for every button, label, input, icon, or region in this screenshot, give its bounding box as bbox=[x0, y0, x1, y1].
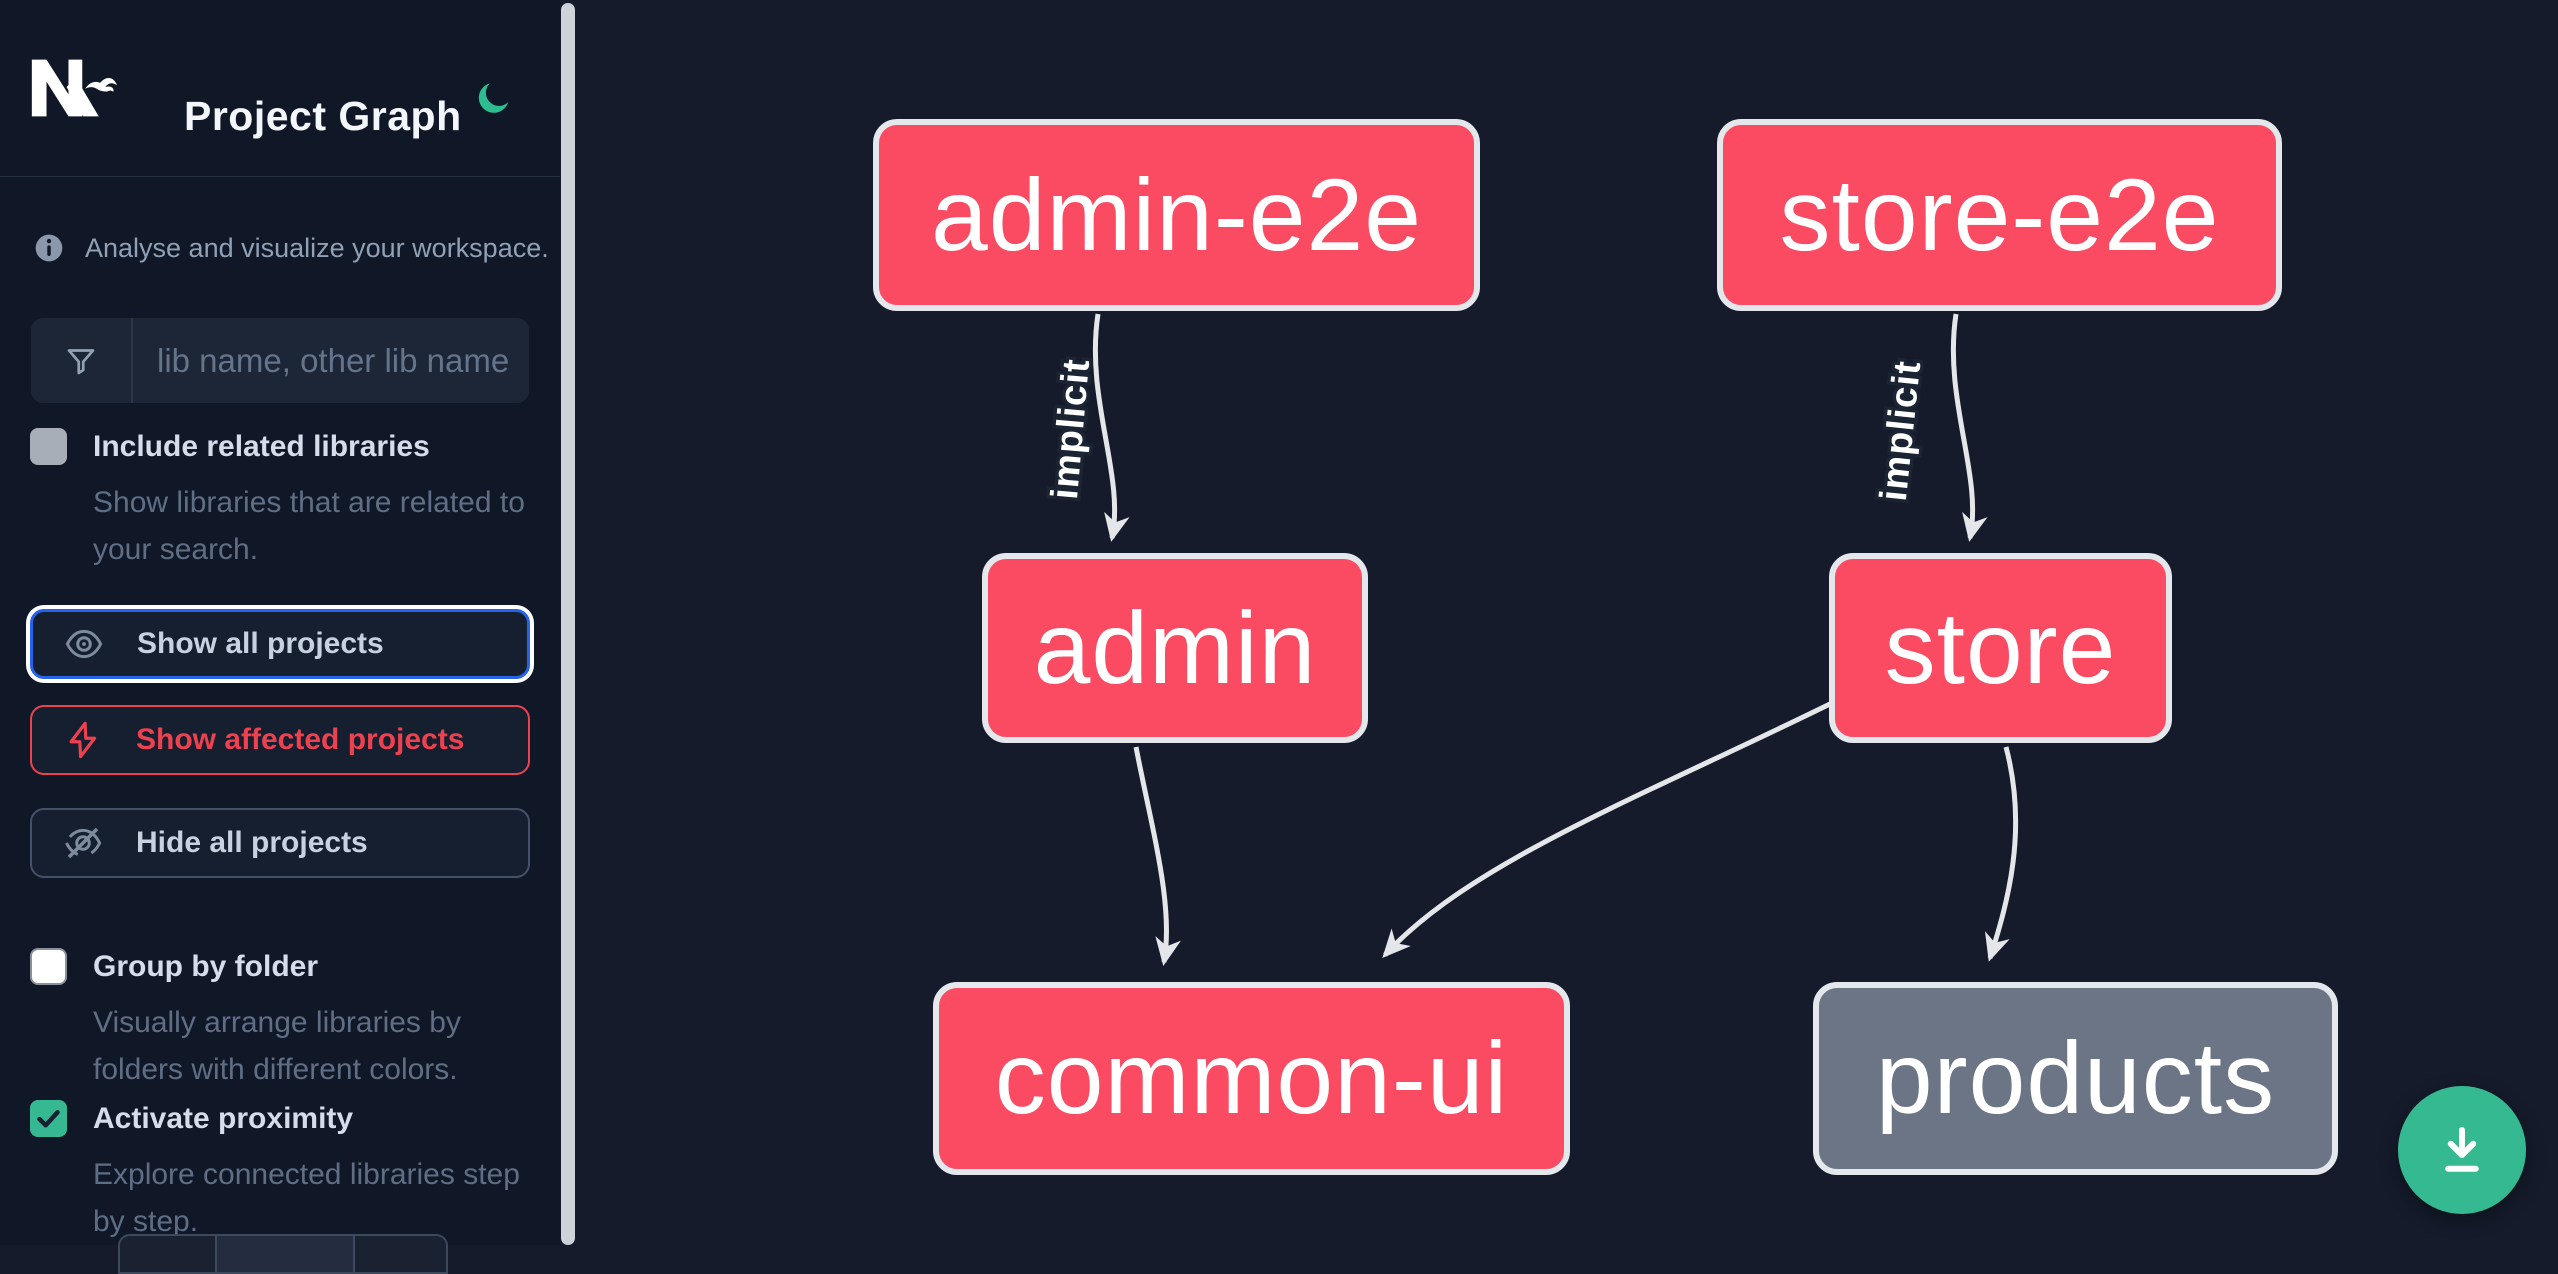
graph-node-products[interactable]: products bbox=[1813, 982, 2338, 1175]
include-related-description: Show libraries that are related to your … bbox=[93, 486, 525, 566]
theme-toggle-button[interactable] bbox=[474, 78, 514, 118]
show-all-projects-button[interactable]: Show all projects bbox=[30, 609, 530, 679]
edge-admin-to-common-ui bbox=[1133, 746, 1181, 966]
show-affected-projects-button[interactable]: Show affected projects bbox=[30, 705, 530, 775]
include-related-checkbox[interactable] bbox=[30, 428, 67, 465]
node-label: admin bbox=[1033, 590, 1317, 705]
filter-funnel-icon bbox=[31, 318, 133, 403]
edge-admin-e2e-to-admin bbox=[1092, 313, 1130, 542]
edge-label-implicit-1: implicit bbox=[1044, 357, 1098, 501]
proximity-value bbox=[217, 1236, 355, 1272]
download-icon bbox=[2445, 1127, 2479, 1172]
edge-store-to-common-ui bbox=[1382, 700, 1834, 958]
nx-logo bbox=[31, 59, 118, 117]
node-label: store-e2e bbox=[1779, 157, 2220, 272]
search-input[interactable] bbox=[133, 318, 592, 403]
graph-node-admin-e2e[interactable]: admin-e2e bbox=[873, 119, 1480, 311]
eye-off-icon bbox=[65, 827, 102, 859]
proximity-stepper-partial bbox=[118, 1234, 448, 1274]
sidebar: Project Graph Analyse and visualize your… bbox=[0, 0, 592, 1274]
sidebar-header: Project Graph bbox=[0, 0, 560, 177]
include-related-toggle: Include related libraries Show libraries… bbox=[30, 428, 530, 573]
activate-proximity-toggle: Activate proximity Explore connected lib… bbox=[30, 1100, 530, 1245]
group-by-folder-toggle: Group by folder Visually arrange librari… bbox=[30, 948, 530, 1093]
graph-node-store-e2e[interactable]: store-e2e bbox=[1717, 119, 2282, 311]
show-all-projects-label: Show all projects bbox=[137, 627, 384, 660]
edge-label-implicit-2: implicit bbox=[1873, 358, 1930, 503]
moon-icon bbox=[478, 83, 509, 113]
edge-store-e2e-to-store bbox=[1950, 313, 1988, 542]
node-label: common-ui bbox=[994, 1021, 1509, 1135]
proximity-increment-button[interactable] bbox=[355, 1236, 446, 1272]
graph-node-store[interactable]: store bbox=[1829, 553, 2172, 743]
graph-node-common-ui[interactable]: common-ui bbox=[933, 982, 1570, 1175]
group-by-folder-label: Group by folder bbox=[93, 949, 318, 983]
activate-proximity-checkbox[interactable] bbox=[30, 1100, 67, 1137]
workspace-info-text: Analyse and visualize your workspace. bbox=[85, 232, 549, 263]
activate-proximity-label: Activate proximity bbox=[93, 1101, 354, 1135]
app-title: Project Graph bbox=[184, 93, 462, 140]
project-graph-canvas[interactable]: implicit implicit admin-e2e store-e2e ad… bbox=[0, 0, 2558, 1245]
node-label: admin-e2e bbox=[931, 157, 1422, 272]
dependency-edges-layer: implicit implicit bbox=[1043, 313, 2019, 966]
download-graph-button[interactable] bbox=[2398, 1086, 2526, 1214]
node-label: products bbox=[1875, 1021, 2276, 1135]
include-related-label: Include related libraries bbox=[93, 429, 430, 463]
info-icon bbox=[35, 234, 63, 262]
hide-all-projects-button[interactable]: Hide all projects bbox=[30, 808, 530, 878]
group-by-folder-checkbox[interactable] bbox=[30, 948, 67, 985]
workspace-info: Analyse and visualize your workspace. bbox=[33, 232, 549, 264]
hide-all-projects-label: Hide all projects bbox=[136, 826, 368, 859]
graph-node-admin[interactable]: admin bbox=[982, 553, 1368, 743]
proximity-decrement-button[interactable] bbox=[120, 1236, 217, 1272]
eye-icon bbox=[65, 629, 103, 659]
checkmark-icon bbox=[37, 1110, 60, 1128]
edge-store-to-products bbox=[1984, 746, 2019, 962]
node-label: store bbox=[1884, 590, 2117, 705]
show-affected-projects-label: Show affected projects bbox=[136, 723, 465, 756]
activate-proximity-description: Explore connected libraries step by step… bbox=[93, 1158, 520, 1238]
search-box bbox=[31, 318, 592, 403]
lightning-bolt-icon bbox=[69, 721, 97, 759]
group-by-folder-description: Visually arrange libraries by folders wi… bbox=[93, 1006, 461, 1086]
sidebar-scrollbar[interactable] bbox=[561, 3, 575, 1245]
